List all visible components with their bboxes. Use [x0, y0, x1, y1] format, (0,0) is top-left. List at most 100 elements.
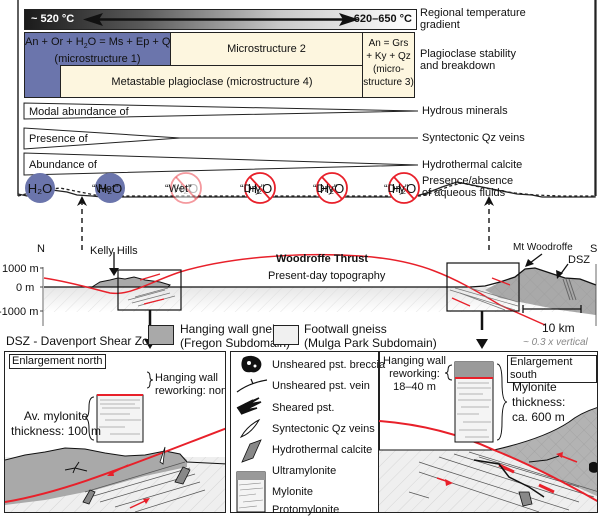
label-line: Hanging wall [155, 372, 218, 384]
temp-high-label: ~ 620–650 °C [344, 13, 412, 25]
trend-right-label: Syntectonic Qz veins [422, 132, 525, 144]
h2o-text: H₂O [174, 181, 199, 196]
dsz-label: DSZ [568, 254, 590, 266]
temperature-gradient-bar: ~ 520 °C ~ 620–650 °C [24, 9, 417, 30]
topography-label: Present-day topography [268, 270, 386, 282]
vein-icon [236, 378, 268, 393]
plagioclase-label: Plagioclase stability and breakdown [420, 48, 516, 72]
label-line: reworking: [389, 368, 440, 380]
legend-item: Unsheared pst. vein [272, 380, 370, 392]
footwall-legend: Footwall gneiss (Mulga Park Subdomain) [304, 322, 437, 350]
h2o-absent-icon: H₂O [316, 172, 348, 204]
north-panel-drawing [5, 371, 225, 512]
microstructure-2-block: Microstructure 2 [170, 32, 363, 66]
arrow-down-icon [109, 268, 119, 276]
dsz-legend-label: DSZ - Davenport Shear Zone [6, 334, 163, 348]
label-line: and breakdown [420, 60, 496, 72]
reworking-label: Hanging wall reworking: none [155, 372, 225, 398]
h2o-present-icon: H₂O [25, 173, 55, 203]
trend-left-label: Presence of [29, 133, 88, 145]
sheared-pst-icon [236, 397, 262, 415]
legend-item: Syntectonic Qz veins [272, 423, 375, 435]
thickness-label: Mylonite thickness: ca. 600 m [512, 380, 565, 425]
kelly-hills-label: Kelly Hills [90, 245, 138, 257]
h2o-present-icon: H₂O [95, 173, 125, 203]
legend-item: Sheared pst. [272, 402, 335, 414]
h2o-absent-icon: H₂O [388, 172, 420, 204]
vertical-exaggeration-label: ~ 0.3 x vertical [523, 337, 588, 348]
hanging-wall-swatch [148, 325, 174, 345]
label-line: ca. 600 m [512, 410, 565, 424]
fluid-state-label: “Dry” [240, 183, 265, 195]
y-tick-label: 1000 m [2, 263, 39, 275]
temperature-gradient-label: Regional temperature gradient [420, 7, 526, 31]
fluid-state-label: “Wet” [92, 183, 119, 195]
legend-symbols [236, 355, 268, 513]
label-line: gradient [420, 19, 460, 31]
arrow-icon [525, 259, 534, 267]
fluid-state-label: “Wet” [165, 183, 192, 195]
kelly-hills-hanging-wall [90, 276, 171, 288]
north-label: N [37, 243, 45, 255]
microstructure-4-label: Metastable plagioclase (microstructure 4… [111, 76, 313, 88]
footwall-swatch [273, 325, 299, 345]
fluid-state-label: “Dry” [384, 183, 409, 195]
legend-item: Unsheared pst. breccia [272, 359, 386, 371]
arrow-down-icon [476, 339, 488, 349]
breccia-icon [241, 355, 262, 373]
label-line: Plagioclase stability [420, 48, 516, 60]
thrust-line [5, 427, 225, 503]
hanging-wall-legend: Hanging wall gneiss (Fregon Subdomain) [180, 322, 290, 350]
panel-title: Enlargement north [9, 354, 106, 369]
south-panel-drawing [379, 361, 597, 512]
legend-item: Ultramylonite [272, 465, 337, 477]
label-line: Presence/absence [422, 175, 514, 187]
label-line: + Ky + Qz [366, 51, 411, 62]
h2o-text: H₂O [28, 181, 53, 196]
label-line: An = Grs [368, 38, 409, 49]
trend-right-label: Hydrous minerals [422, 105, 508, 117]
zoom-connector-lines [17, 0, 597, 250]
microstructure-3-block: An = Grs + Ky + Qz (micro- structure 3) [362, 32, 415, 98]
hydrous-minerals-wedge [23, 102, 419, 120]
label-line: Mylonite [512, 380, 557, 394]
enlargement-south-panel: Enlargement south Hanging wall reworking… [378, 351, 598, 513]
legend-item: Protomylonite [272, 504, 340, 516]
label-line: 18–40 m [393, 381, 436, 393]
thickness-label: Av. mylonite thickness: 100 m [11, 409, 101, 439]
dashed-boundary [17, 182, 596, 197]
mylonite-column [96, 394, 144, 443]
microstructure-4-block: Metastable plagioclase (microstructure 4… [60, 65, 364, 98]
qz-vein-icon [239, 418, 261, 438]
microstructure-1-label: (microstructure 1) [54, 53, 141, 66]
arrowhead-icon [484, 196, 494, 206]
temp-low-label: ~ 520 °C [31, 13, 75, 25]
thrust-line [379, 420, 597, 503]
h2o-absent-icon: H₂O [244, 172, 276, 204]
south-label: S [590, 243, 598, 255]
y-tick-label: 0 m [16, 282, 35, 294]
fluids-label: Presence/absence of aqueous fluids [422, 175, 513, 199]
h2o-absent-icon: H₂O [170, 172, 202, 204]
y-tick-label: -1000 m [0, 306, 39, 318]
scale-label: 10 km [542, 321, 575, 335]
h2o-text: H₂O [98, 181, 123, 196]
arrow-icon [556, 270, 563, 279]
enlargement-north-panel: Enlargement north Hanging wall reworking… [4, 351, 226, 513]
panel-title: Enlargement south [507, 355, 597, 383]
reworking-label: Hanging wall reworking: 18–40 m [383, 355, 446, 394]
thrust-label: Woodroffe Thrust [276, 253, 369, 265]
trend-wedges [23, 102, 419, 176]
reaction-text: O = Ms + Ep + Qz [87, 36, 176, 48]
woodroffe-hatch [485, 268, 596, 315]
label-line: (Fregon Subdomain) [180, 336, 291, 350]
vein-icon [528, 455, 560, 463]
microstructure-2-label: Microstructure 2 [227, 43, 306, 55]
arrowhead-icon [77, 196, 87, 206]
label-line: of aqueous fluids [422, 187, 506, 199]
label-line: (micro- [372, 64, 405, 75]
reaction-text: An + Or + H [25, 36, 84, 48]
label-line: Av. mylonite [23, 409, 89, 423]
symbol-legend: Unsheared pst. breccia Unsheared pst. ve… [230, 351, 385, 516]
legend-item: Mylonite [272, 486, 313, 498]
